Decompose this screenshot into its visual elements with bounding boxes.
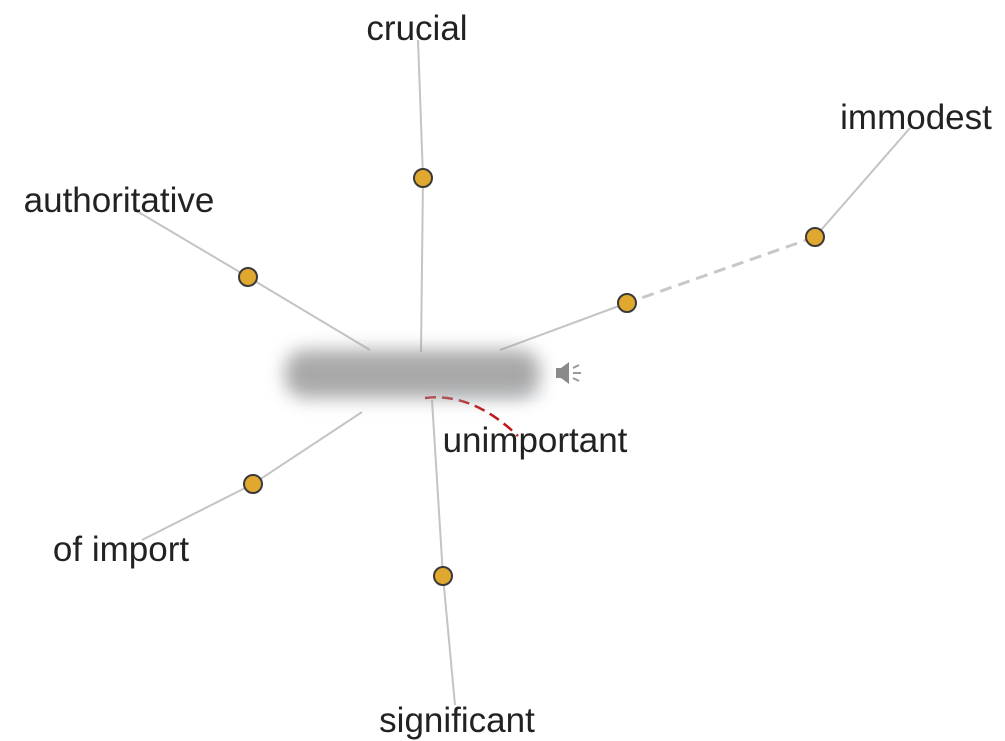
label-crucial[interactable]: crucial [366,9,467,48]
node-dots [238,168,825,586]
center-word [285,350,540,398]
word-labels: crucial immodest authoritative of import… [24,9,992,740]
edges [134,39,911,706]
edge-crucial-center [420,177,424,353]
edge-authoritative-center [247,276,371,351]
node-dot-immodest-near[interactable] [805,227,825,247]
label-unimportant[interactable]: unimportant [443,421,628,460]
node-dot-significant[interactable] [433,566,453,586]
edge-authoritative [134,209,249,278]
edge-immodest-dashed [626,235,816,305]
label-authoritative[interactable]: authoritative [24,181,215,220]
edge-immodest-center [499,302,628,351]
edge-significant-center [431,399,444,577]
node-dot-authoritative[interactable] [238,267,258,287]
edge-of-import [141,483,254,541]
edge-crucial [417,39,424,179]
label-significant[interactable]: significant [379,701,535,740]
edge-immodest [814,127,911,238]
node-dot-of-import[interactable] [243,474,263,494]
node-dot-crucial[interactable] [413,168,433,188]
label-immodest[interactable]: immodest [840,98,992,137]
node-dot-immodest[interactable] [617,293,637,313]
label-of-import[interactable]: of import [53,530,189,569]
speaker-icon[interactable] [556,362,581,384]
edge-significant [442,575,456,706]
edge-of-import-center [252,411,363,485]
